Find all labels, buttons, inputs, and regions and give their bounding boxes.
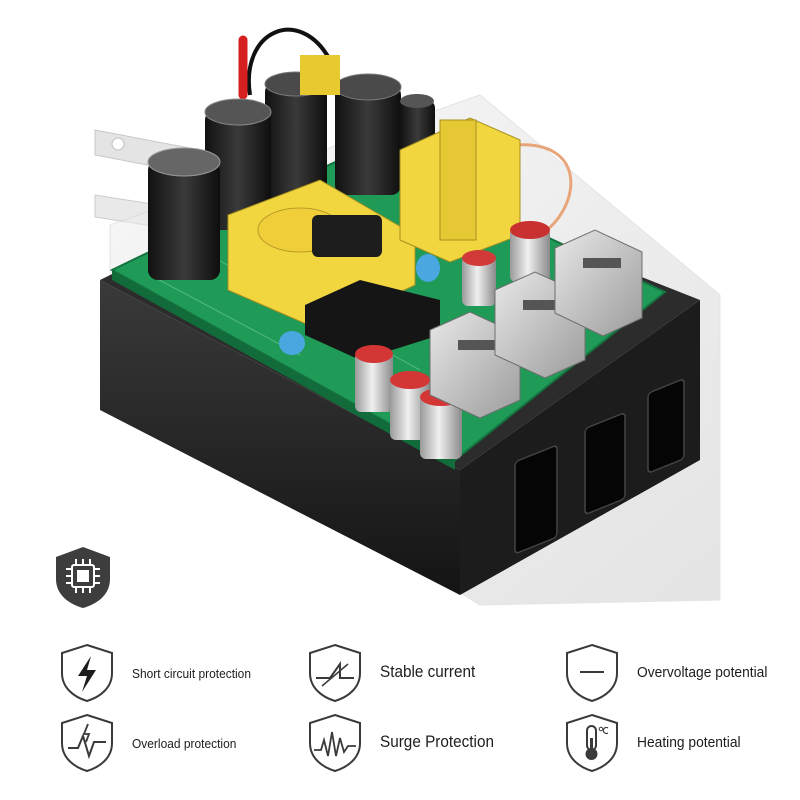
- feature-label: Overload protection: [132, 736, 237, 751]
- feature-label: Heating potential: [637, 734, 741, 751]
- wires: [238, 27, 573, 237]
- surge-shield-icon: [306, 712, 364, 774]
- stable-current-shield-icon: [306, 642, 364, 704]
- overload-shield-icon: [58, 712, 116, 774]
- thermometer-shield-icon: [563, 712, 621, 774]
- feature-overload: Overload protection: [58, 712, 278, 776]
- transformers: [227, 55, 521, 360]
- blue-components: [279, 254, 440, 355]
- feature-label: Short circuit protection: [132, 666, 251, 681]
- overvoltage-shield-icon: [563, 642, 621, 704]
- feature-stable-current: Stable current: [306, 642, 536, 706]
- feature-label: Stable current: [380, 662, 476, 681]
- feature-overvoltage: Overvoltage potential: [563, 642, 793, 706]
- lightning-shield-icon: [58, 642, 116, 704]
- usb-ports: [429, 229, 643, 419]
- feature-label: Surge Protection: [380, 732, 494, 751]
- product-image: [94, 27, 721, 606]
- feature-surge: Surge Protection: [306, 712, 536, 776]
- chip-shield-icon: [52, 545, 114, 609]
- feature-heating: Heating potential: [563, 712, 793, 776]
- small-capacitors: [355, 221, 550, 459]
- feature-label: Overvoltage potential: [637, 664, 768, 681]
- feature-short-circuit: Short circuit protection: [58, 642, 278, 706]
